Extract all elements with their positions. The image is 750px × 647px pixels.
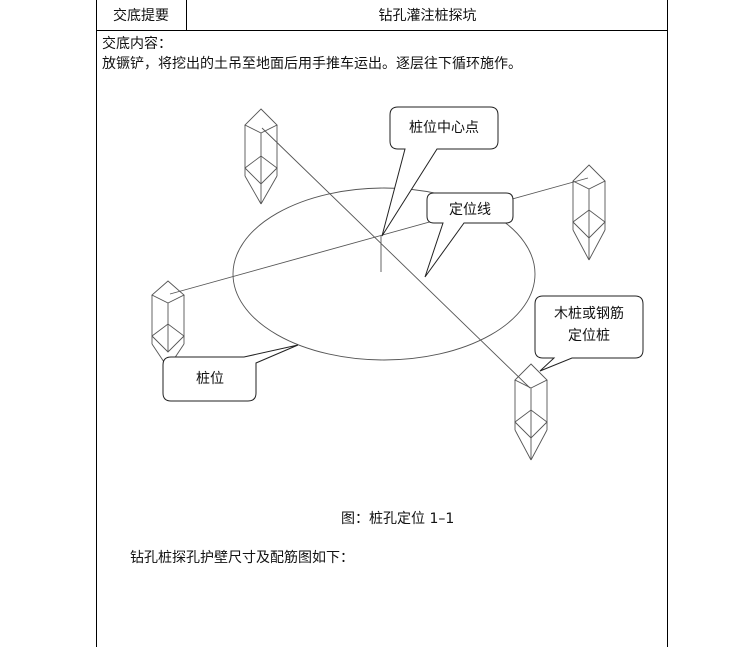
callout-stake-bubble — [534, 295, 644, 372]
callout-pile-label: 桩位 — [196, 370, 224, 387]
header-title: 钻孔灌注桩探坑 — [378, 8, 477, 24]
callout-line-bubble — [424, 192, 514, 278]
document-frame — [96, 0, 668, 647]
header-row: 交底提要 钻孔灌注桩探坑 — [96, 0, 668, 31]
callout-stake-label-1: 木桩或钢筋 — [554, 305, 624, 322]
content-heading: 交底内容： — [102, 36, 172, 52]
section-subtitle: 钻孔桩探孔护壁尺寸及配筋图如下： — [130, 550, 354, 566]
stake-left — [151, 280, 185, 369]
callout-center-label: 桩位中心点 — [409, 119, 479, 136]
header-label: 交底提要 — [96, 0, 187, 30]
content-line: 放镢铲，将挖出的土吊至地面后用手推车运出。逐层往下循环施作。 — [102, 56, 522, 72]
callout-center-bubble — [381, 106, 499, 237]
stake-right — [572, 164, 606, 261]
callout-stake-label-2: 定位桩 — [568, 327, 610, 344]
figure-caption: 图：桩孔定位 1–1 — [341, 511, 455, 527]
callout-pile-bubble — [162, 344, 299, 402]
positioning-line-2 — [169, 177, 589, 295]
positioning-line-1 — [261, 127, 531, 389]
stake-bottom-right — [514, 363, 548, 461]
stake-top-left — [244, 108, 278, 205]
callout-line-label: 定位线 — [449, 202, 491, 218]
pile-circle — [232, 187, 536, 361]
